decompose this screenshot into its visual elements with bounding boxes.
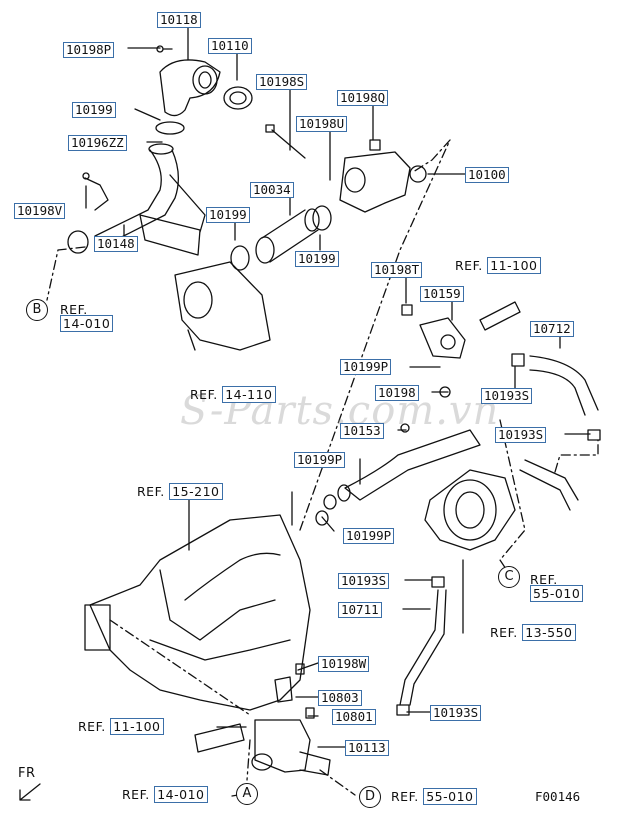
part-label-10198S[interactable]: 10198S	[256, 74, 308, 90]
ref-label[interactable]: REF. 14-110	[190, 386, 276, 403]
ref-label[interactable]: REF. 11-100	[455, 257, 541, 274]
part-label-10199[interactable]: 10199	[72, 102, 116, 118]
ref-label[interactable]: REF. 55-010	[530, 572, 584, 602]
ref-label[interactable]: REF. 15-210	[137, 483, 223, 500]
part-label-10118[interactable]: 10118	[157, 12, 201, 28]
connector-d-circle[interactable]: D	[359, 786, 381, 808]
ref-code: 14-010	[60, 315, 114, 332]
part-label-10153[interactable]: 10153	[340, 423, 384, 439]
part-label-10198[interactable]: 10198	[375, 385, 419, 401]
part-label-10198W[interactable]: 10198W	[318, 656, 370, 672]
front-direction-label: FR	[18, 766, 36, 781]
ref-code: 11-100	[110, 718, 164, 735]
ref-prefix: REF.	[122, 787, 150, 802]
part-label-10199P[interactable]: 10199P	[343, 528, 395, 544]
ref-prefix: REF.	[137, 484, 165, 499]
ref-prefix: REF.	[455, 258, 483, 273]
part-label-10199P[interactable]: 10199P	[340, 359, 392, 375]
part-label-10198Q[interactable]: 10198Q	[337, 90, 389, 106]
ref-label[interactable]: REF. 14-010	[122, 786, 208, 803]
part-label-10034[interactable]: 10034	[250, 182, 294, 198]
ref-code: 14-010	[154, 786, 208, 803]
part-label-10196ZZ[interactable]: 10196ZZ	[68, 135, 127, 151]
part-label-10711[interactable]: 10711	[338, 602, 382, 618]
part-label-10193S[interactable]: 10193S	[481, 388, 533, 404]
ref-label[interactable]: REF. 55-010	[391, 788, 477, 805]
part-label-10199[interactable]: 10199	[206, 207, 250, 223]
ref-prefix: REF.	[530, 572, 558, 587]
ref-label[interactable]: REF. 14-010	[60, 302, 114, 332]
part-label-10193S[interactable]: 10193S	[430, 705, 482, 721]
part-label-10193S[interactable]: 10193S	[338, 573, 390, 589]
ref-code: 55-010	[530, 585, 584, 602]
part-label-10110[interactable]: 10110	[208, 38, 252, 54]
part-label-10712[interactable]: 10712	[530, 321, 574, 337]
part-label-10193S[interactable]: 10193S	[495, 427, 547, 443]
connector-c-circle[interactable]: C	[498, 566, 520, 588]
ref-code: 55-010	[423, 788, 477, 805]
ref-label[interactable]: REF. 13-550	[490, 624, 576, 641]
part-label-10198V[interactable]: 10198V	[14, 203, 66, 219]
ref-code: 13-550	[522, 624, 576, 641]
ref-prefix: REF.	[60, 302, 88, 317]
ref-prefix: REF.	[391, 789, 419, 804]
part-label-10199P[interactable]: 10199P	[294, 452, 346, 468]
part-label-10100[interactable]: 10100	[465, 167, 509, 183]
ref-code: 15-210	[169, 483, 223, 500]
ref-code: 11-100	[487, 257, 541, 274]
part-label-10198P[interactable]: 10198P	[63, 42, 115, 58]
part-label-10801[interactable]: 10801	[332, 709, 376, 725]
ref-code: 14-110	[222, 386, 276, 403]
connector-a-circle[interactable]: A	[236, 783, 258, 805]
connector-b-circle[interactable]: B	[26, 299, 48, 321]
ref-prefix: REF.	[490, 625, 518, 640]
ref-prefix: REF.	[190, 387, 218, 402]
part-label-10113[interactable]: 10113	[345, 740, 389, 756]
figure-code: F00146	[535, 789, 581, 804]
part-label-10159[interactable]: 10159	[420, 286, 464, 302]
ref-label[interactable]: REF. 11-100	[78, 718, 164, 735]
part-label-10148[interactable]: 10148	[94, 236, 138, 252]
part-label-10198U[interactable]: 10198U	[296, 116, 348, 132]
part-label-10199[interactable]: 10199	[295, 251, 339, 267]
part-label-10803[interactable]: 10803	[318, 690, 362, 706]
ref-prefix: REF.	[78, 719, 106, 734]
part-label-10198T[interactable]: 10198T	[371, 262, 423, 278]
